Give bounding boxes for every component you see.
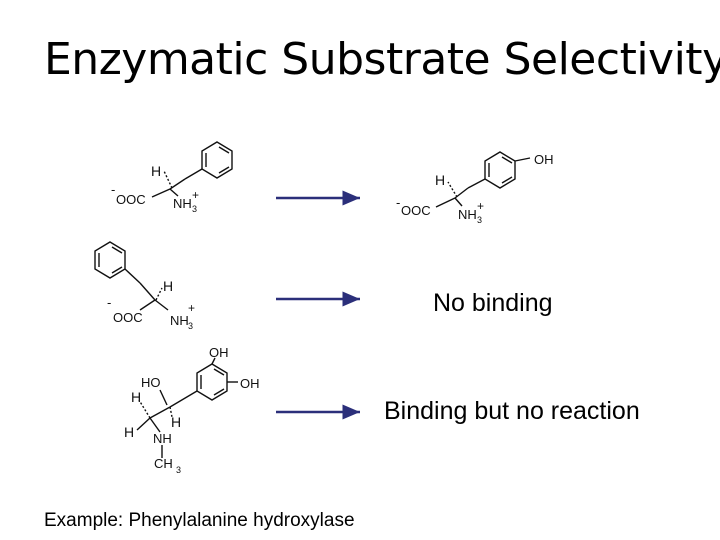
charge-label: +	[192, 188, 199, 202]
benzene-ring	[94, 241, 126, 279]
slide-title: Enzymatic Substrate Selectivity	[44, 34, 720, 85]
atom-label: OH	[534, 152, 554, 167]
atom-label: H	[171, 414, 181, 430]
charge-label: +	[477, 199, 484, 213]
atom-label: NH	[458, 207, 477, 222]
atom-label: H	[131, 389, 141, 405]
atom-label: OOC	[113, 310, 143, 325]
atom-label: HO	[141, 375, 161, 390]
result-binding-no-reaction: Binding but no reaction	[384, 397, 640, 425]
benzene-ring	[201, 141, 233, 179]
benzene-ring	[196, 363, 228, 401]
atom-label: OOC	[401, 203, 431, 218]
atom-label: OH	[240, 376, 260, 391]
atom-label: H	[435, 172, 445, 188]
d-phenylalanine-structure	[94, 241, 169, 311]
example-caption: Example: Phenylalanine hydroxylase	[44, 510, 355, 531]
atom-label: OH	[209, 345, 229, 360]
atom-label: H	[151, 163, 161, 179]
atom-label: NH	[170, 313, 189, 328]
subscript-label: 3	[192, 204, 197, 214]
atom-label: NH	[153, 431, 172, 446]
subscript-label: 3	[176, 465, 181, 475]
atom-label: NH	[173, 196, 192, 211]
phenylalanine-structure	[151, 141, 233, 198]
result-no-binding: No binding	[433, 289, 553, 317]
atom-label: H	[163, 278, 173, 294]
subscript-label: 3	[188, 321, 193, 331]
charge-label: -	[107, 295, 111, 310]
atom-labels: H - OOC NH + 3 OH H - OOC NH + 3 H - OOC…	[107, 152, 554, 475]
charge-label: -	[111, 182, 115, 197]
tyrosine-structure	[435, 151, 531, 208]
charge-label: +	[188, 301, 195, 315]
atom-label: H	[124, 424, 134, 440]
charge-label: -	[396, 195, 400, 210]
atom-label: OOC	[116, 192, 146, 207]
subscript-label: 3	[477, 215, 482, 225]
epinephrine-structure	[136, 357, 238, 458]
atom-label: CH	[154, 456, 173, 471]
